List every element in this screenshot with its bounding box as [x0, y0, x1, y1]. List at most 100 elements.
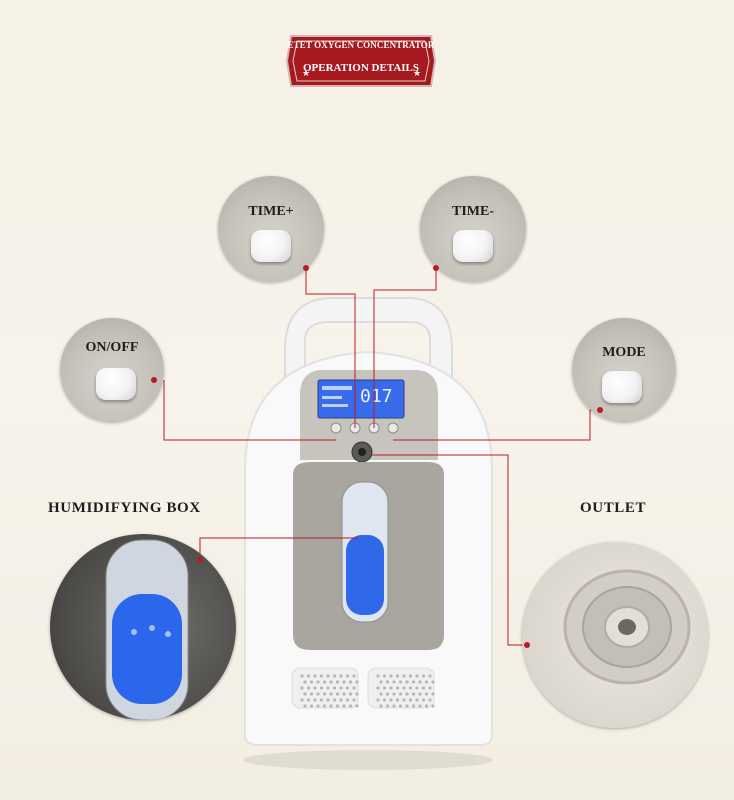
- vent-hole: [342, 704, 346, 708]
- vent-hole: [389, 674, 393, 678]
- vent-hole: [309, 692, 314, 696]
- vent-hole: [335, 704, 340, 708]
- vent-hole: [392, 692, 396, 696]
- vent-hole: [408, 686, 413, 690]
- vent-hole: [379, 692, 383, 696]
- vent-hole: [424, 680, 429, 684]
- vent-hole: [345, 686, 350, 690]
- vent-hole: [316, 692, 320, 696]
- vent-hole: [408, 674, 413, 678]
- vent-hole: [411, 692, 416, 696]
- vent-hole: [326, 698, 330, 702]
- vent-hole: [376, 674, 380, 678]
- time-plus-key: [251, 230, 291, 262]
- vent-hole: [428, 686, 432, 690]
- vent-hole: [424, 704, 429, 708]
- vent-hole: [379, 704, 383, 708]
- vent-hole: [319, 674, 324, 678]
- vent-hole: [382, 686, 387, 690]
- vent-hole: [424, 692, 429, 696]
- outlet-marker: [524, 642, 530, 648]
- vent-hole: [345, 674, 350, 678]
- vent-hole: [408, 698, 413, 702]
- vent-hole: [395, 698, 400, 702]
- device-shadow: [243, 750, 493, 770]
- vent-hole: [431, 692, 435, 696]
- time-plus-marker: [303, 265, 309, 271]
- vent-hole: [329, 704, 333, 708]
- vent-hole: [352, 686, 356, 690]
- vent-hole: [398, 704, 403, 708]
- vent-hole: [322, 704, 327, 708]
- vent-hole: [300, 698, 304, 702]
- star-icon: ★: [302, 69, 310, 79]
- lcd-segment: [322, 404, 348, 407]
- vent-hole: [428, 674, 432, 678]
- vent-hole: [332, 698, 337, 702]
- vent-hole: [431, 704, 435, 708]
- vent-hole: [402, 698, 406, 702]
- vent-hole: [332, 686, 337, 690]
- vent-hole: [392, 704, 396, 708]
- vent-hole: [313, 674, 317, 678]
- vent-hole: [300, 686, 304, 690]
- outlet-closeup: [563, 569, 691, 685]
- vent-hole: [428, 698, 432, 702]
- time-plus-label: TIME+: [248, 204, 294, 219]
- vent-hole: [335, 692, 340, 696]
- vent-hole: [376, 698, 380, 702]
- vent-hole: [385, 692, 390, 696]
- vent-hole: [405, 692, 409, 696]
- vent-hole: [421, 686, 426, 690]
- vent-hole: [402, 674, 406, 678]
- vent-hole: [332, 674, 337, 678]
- vent-hole: [411, 704, 416, 708]
- on-off-marker: [151, 377, 157, 383]
- banner-subtitle: OPERATION DETAILS: [302, 62, 420, 74]
- vent-hole: [395, 674, 400, 678]
- vent-hole: [303, 704, 307, 708]
- vent-hole: [352, 674, 356, 678]
- humidifying-box-callout: [50, 534, 236, 720]
- vent-hole: [306, 674, 311, 678]
- vent-hole: [385, 704, 390, 708]
- vent-hole: [342, 680, 346, 684]
- onoff-button-small: [330, 422, 342, 434]
- vent-hole: [418, 692, 422, 696]
- vent-hole: [348, 692, 353, 696]
- on-off-label: ON/OFF: [85, 340, 139, 355]
- vent-hole: [398, 692, 403, 696]
- vent-hole: [300, 674, 304, 678]
- vent-hole: [415, 686, 419, 690]
- time-plus-callout: TIME+: [218, 176, 324, 282]
- vent-hole: [322, 692, 327, 696]
- vent-hole: [405, 704, 409, 708]
- vent-hole: [382, 674, 387, 678]
- vent-hole: [316, 680, 320, 684]
- vent-hole: [322, 680, 327, 684]
- vent-hole: [348, 704, 353, 708]
- vent-hole: [309, 704, 314, 708]
- mode-button-small: [387, 422, 399, 434]
- vent-hole: [421, 698, 426, 702]
- vent-hole: [398, 680, 403, 684]
- vent-hole: [329, 692, 333, 696]
- vent-grille: [291, 667, 435, 709]
- vent-hole: [385, 680, 390, 684]
- vent-hole: [326, 674, 330, 678]
- vent-hole: [355, 680, 359, 684]
- mode-marker: [597, 407, 603, 413]
- vent-hole: [309, 680, 314, 684]
- vent-hole: [405, 680, 409, 684]
- vent-hole: [355, 692, 359, 696]
- vent-hole: [303, 680, 307, 684]
- vent-hole: [392, 680, 396, 684]
- vent-hole: [342, 692, 346, 696]
- vent-hole: [382, 698, 387, 702]
- outlet-hole: [358, 448, 366, 456]
- vent-hole: [339, 674, 343, 678]
- lcd-segment: [322, 386, 352, 390]
- outlet-callout: [522, 542, 708, 728]
- outlet-label: OUTLET: [580, 500, 647, 516]
